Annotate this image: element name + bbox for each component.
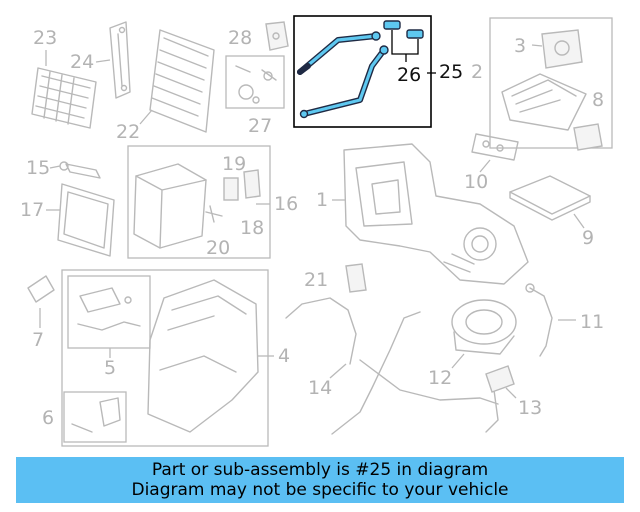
callout-6: 6 bbox=[42, 407, 54, 429]
part-2-box bbox=[489, 17, 613, 149]
banner-line-2: Diagram may not be specific to your vehi… bbox=[131, 480, 509, 500]
part-17-filter-frame bbox=[57, 183, 115, 257]
part-19-connector bbox=[223, 177, 239, 201]
callout-15: 15 bbox=[26, 157, 50, 179]
callout-12: 12 bbox=[428, 367, 452, 389]
callout-13: 13 bbox=[518, 397, 542, 419]
part-15-sensor bbox=[59, 161, 101, 179]
callout-23: 23 bbox=[33, 27, 57, 49]
part-4-case bbox=[147, 279, 259, 433]
callout-18: 18 bbox=[240, 217, 264, 239]
part-1-hvac-case bbox=[343, 143, 529, 285]
part-5-box bbox=[67, 275, 151, 349]
callout-26: 26 bbox=[397, 64, 421, 86]
part-2-case bbox=[501, 73, 587, 131]
part-25-ac-hose[interactable] bbox=[297, 31, 389, 119]
callout-4: 4 bbox=[278, 345, 290, 367]
part-10-gasket bbox=[471, 133, 519, 161]
part-22-heater-core bbox=[149, 29, 215, 133]
part-5-linkage bbox=[77, 287, 141, 331]
part-23-panel bbox=[31, 67, 97, 129]
part-6-box bbox=[63, 391, 127, 443]
part-20-screw bbox=[205, 205, 223, 223]
part-6-actuator bbox=[71, 397, 121, 433]
part-24-bracket bbox=[109, 21, 131, 99]
callout-16: 16 bbox=[274, 193, 298, 215]
part-16-module bbox=[133, 163, 207, 249]
info-banner: Part or sub-assembly is #25 in diagram D… bbox=[16, 457, 624, 503]
part-27-box bbox=[225, 55, 285, 109]
callout-9: 9 bbox=[582, 227, 594, 249]
part-7-bracket bbox=[27, 275, 55, 303]
callout-24: 24 bbox=[70, 51, 94, 73]
callout-25: 25 bbox=[439, 61, 463, 83]
part-14-harness bbox=[285, 297, 499, 435]
callout-20: 20 bbox=[206, 237, 230, 259]
callout-11: 11 bbox=[580, 311, 604, 333]
part-26-orings[interactable] bbox=[383, 20, 424, 39]
callout-5: 5 bbox=[104, 357, 116, 379]
part-18-clip bbox=[243, 169, 261, 199]
part-16-box bbox=[127, 145, 271, 259]
callout-21: 21 bbox=[304, 269, 328, 291]
callout-3: 3 bbox=[514, 35, 526, 57]
part-21-seal bbox=[345, 263, 367, 293]
part-27-fittings bbox=[235, 65, 277, 104]
part-12-blower-motor bbox=[451, 299, 517, 355]
banner-line-1: Part or sub-assembly is #25 in diagram bbox=[151, 460, 489, 480]
callout-2: 2 bbox=[471, 61, 483, 83]
callout-27: 27 bbox=[248, 115, 272, 137]
callout-22: 22 bbox=[116, 121, 140, 143]
part-9-cabin-filter bbox=[509, 175, 591, 221]
part-8-bracket bbox=[573, 123, 603, 151]
callout-7: 7 bbox=[32, 329, 44, 351]
part-28-clip bbox=[265, 21, 289, 51]
callout-8: 8 bbox=[592, 89, 604, 111]
part-3-actuator bbox=[541, 29, 583, 69]
callout-28: 28 bbox=[228, 27, 252, 49]
part-11-drain-hose bbox=[525, 283, 553, 357]
callout-19: 19 bbox=[222, 153, 246, 175]
part-4-box bbox=[61, 269, 269, 447]
callout-10: 10 bbox=[464, 171, 488, 193]
callout-14: 14 bbox=[308, 377, 332, 399]
callout-1: 1 bbox=[316, 189, 328, 211]
callout-17: 17 bbox=[20, 199, 44, 221]
part-13-resistor bbox=[485, 365, 515, 393]
